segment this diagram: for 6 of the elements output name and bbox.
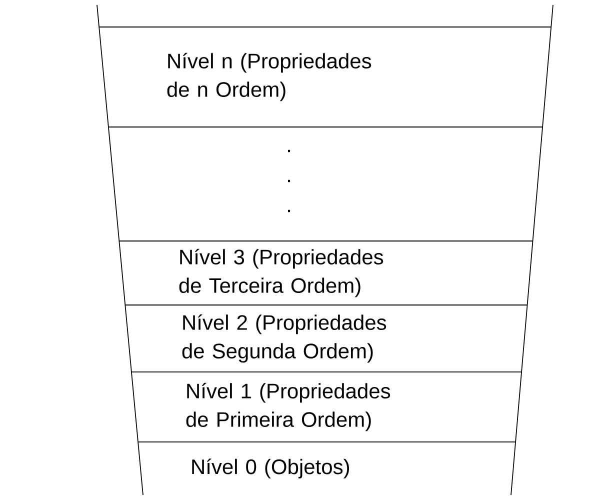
level-band: Nível 2 (Propriedades de Segunda Ordem) <box>124 304 528 372</box>
level-band: Nível 1 (Propriedades de Primeira Ordem) <box>131 372 522 442</box>
level-band: Nível 0 (Objetos) <box>138 442 516 496</box>
level-band: Nível 3 (Propriedades de Terceira Ordem) <box>118 240 534 306</box>
level-band: . . . <box>108 126 543 242</box>
level-band: Nível n (Propriedades de n Ordem) <box>96 4 554 128</box>
